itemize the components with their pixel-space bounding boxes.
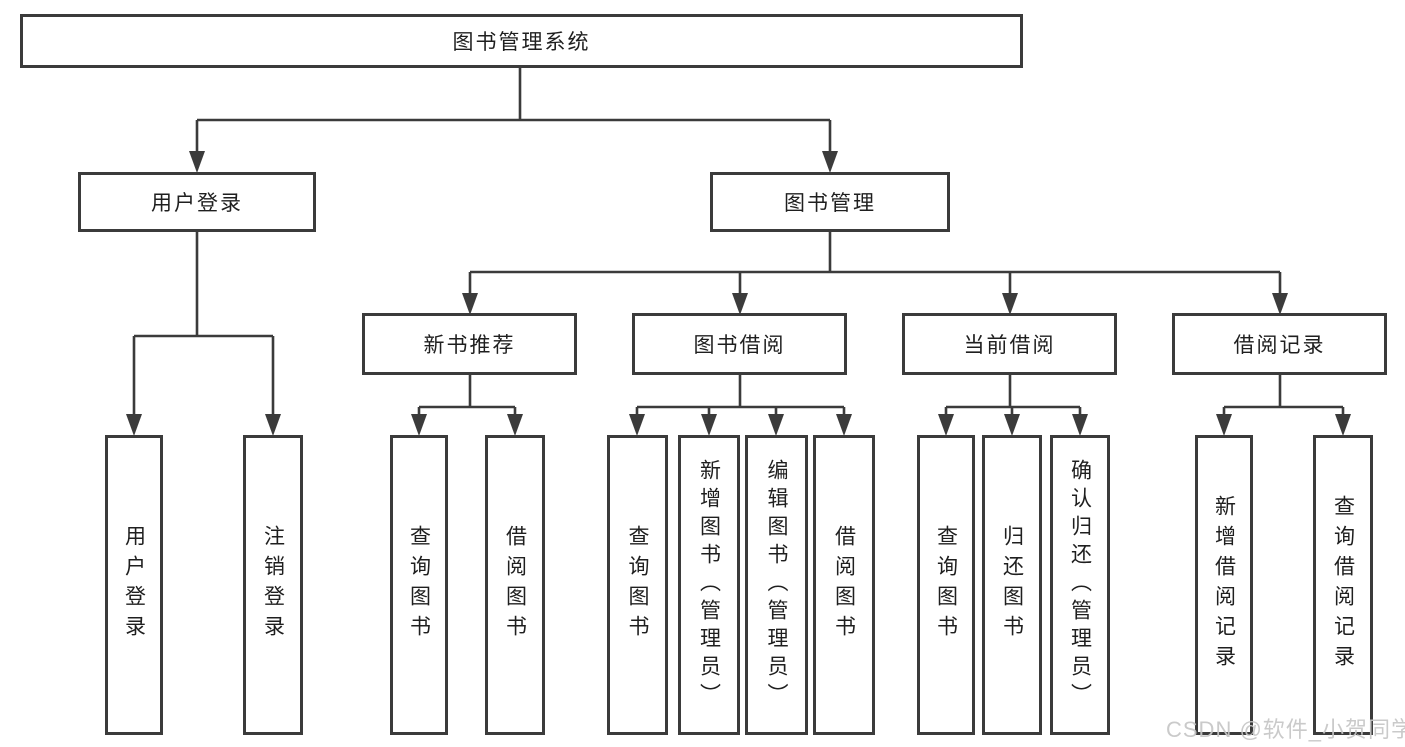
arrowhead-borrow-books-recommend [507,414,523,436]
connector-borrowing-to-leaves [635,375,846,416]
arrowhead-book-borrowing [732,293,748,315]
node-add-books-admin: 新增图书（管理员） [678,435,740,735]
arrowhead-query-borrow-record [1335,414,1351,436]
node-label: 查询借阅记录 [1331,495,1355,675]
node-label: 归还图书 [1000,525,1024,645]
node-label: 图书借阅 [693,334,786,357]
node-book-borrowing: 图书借阅 [632,313,847,375]
node-label: 图书管理系统 [452,31,591,54]
node-edit-books-admin: 编辑图书（管理员） [745,435,808,735]
node-label: 查询图书 [407,525,431,645]
arrowhead-borrow-books [836,414,852,436]
node-label: 编辑图书（管理员） [765,459,788,711]
connector-current-to-leaves [944,375,1082,416]
arrowhead-add-borrow-record [1216,414,1232,436]
node-label: 图书管理 [784,192,876,215]
node-label: 确认归还（管理员） [1068,459,1092,711]
connector-book-management-to-level3 [468,232,1282,295]
arrowhead-current-borrowing [1002,293,1018,315]
node-label: 新书推荐 [423,334,516,357]
node-logout: 注销登录 [243,435,303,735]
node-borrowing-records: 借阅记录 [1172,313,1387,375]
arrowhead-edit-books-admin [768,414,784,436]
node-current-borrowing: 当前借阅 [902,313,1117,375]
arrowhead-new-book-recommendation [462,293,478,315]
arrowhead-user-login [189,151,205,173]
csdn-watermark: CSDN @软件_小贺同学 [1166,717,1405,742]
node-book-management: 图书管理 [710,172,950,232]
node-query-books-recommend: 查询图书 [390,435,448,735]
arrowhead-query-books-recommend [411,414,427,436]
node-user-login-leaf: 用户登录 [105,435,163,735]
node-return-books: 归还图书 [982,435,1042,735]
arrowhead-user-login-leaf [126,414,142,436]
connector-records-to-leaves [1222,375,1345,416]
node-new-book-recommendation: 新书推荐 [362,313,577,375]
arrowhead-query-books-current [938,414,954,436]
node-query-borrow-record: 查询借阅记录 [1313,435,1373,735]
node-label: 新增图书（管理员） [697,459,721,711]
arrowhead-logout [265,414,281,436]
arrowhead-confirm-return-admin [1072,414,1088,436]
connector-root-to-level2 [195,68,832,153]
node-label: 查询图书 [934,525,958,645]
connector-user-login-to-leaves [132,232,275,416]
arrowhead-query-books-borrow [629,414,645,436]
node-label: 查询图书 [626,525,649,645]
arrowhead-return-books [1004,414,1020,436]
arrowhead-add-books-admin [701,414,717,436]
node-label: 借阅记录 [1233,334,1326,357]
node-label: 借阅图书 [832,525,856,645]
node-label: 新增借阅记录 [1212,495,1236,675]
node-label: 用户登录 [122,525,146,645]
node-library-management-system: 图书管理系统 [20,14,1023,68]
node-label: 注销登录 [261,525,285,645]
node-add-borrow-record: 新增借阅记录 [1195,435,1253,735]
node-user-login: 用户登录 [78,172,316,232]
node-borrow-books-recommend: 借阅图书 [485,435,545,735]
node-label: 借阅图书 [503,525,527,645]
node-borrow-books: 借阅图书 [813,435,875,735]
arrowhead-borrowing-records [1272,293,1288,315]
node-confirm-return-admin: 确认归还（管理员） [1050,435,1110,735]
arrowhead-book-management [822,151,838,173]
node-label: 用户登录 [151,192,243,215]
node-query-books-borrow: 查询图书 [607,435,668,735]
node-label: 当前借阅 [963,334,1056,357]
node-query-books-current: 查询图书 [917,435,975,735]
connector-recommendation-to-leaves [417,375,517,416]
